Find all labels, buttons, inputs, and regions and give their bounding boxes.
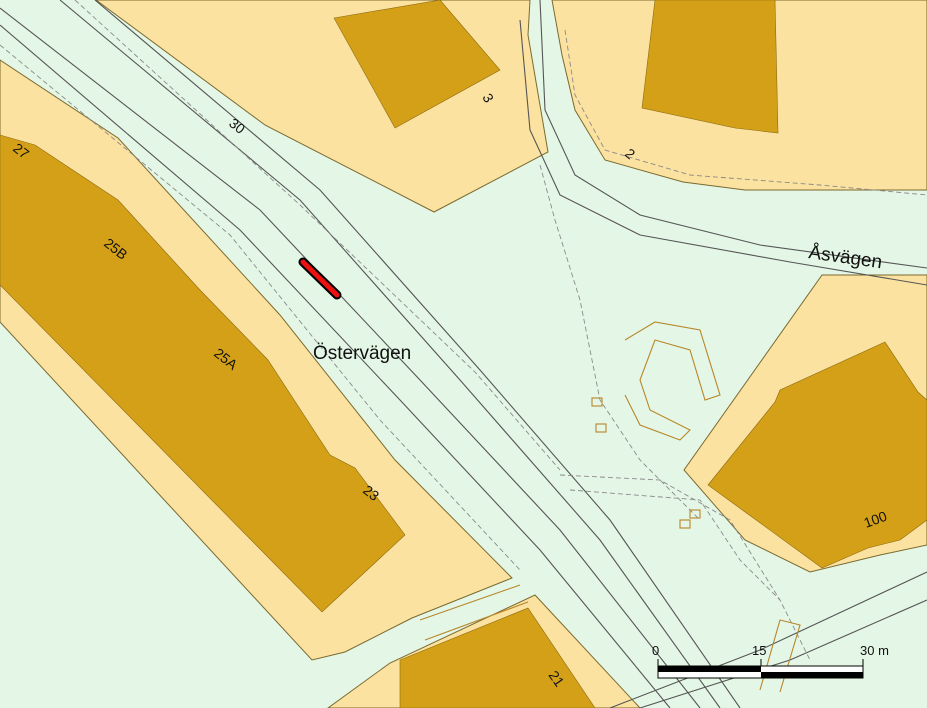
scale-bar-segment-2 (761, 672, 863, 678)
dashed-path-3 (559, 474, 811, 661)
bench-4 (689, 509, 701, 519)
bench-1 (591, 397, 603, 407)
ostervagen-edge-4 (94, 0, 741, 708)
dashed-path-6 (569, 489, 781, 601)
bottom-road-1 (609, 571, 927, 708)
curb-island (624, 321, 721, 441)
scale-label-0: 0 (652, 643, 659, 658)
dashed-path-5 (564, 29, 927, 196)
dashed-paths (0, 0, 927, 661)
scale-bar: 0 15 30 m (652, 643, 889, 679)
asvagen-edge-2 (519, 19, 927, 286)
scale-label-15: 15 (752, 643, 766, 658)
dashed-path-2 (74, 0, 561, 471)
walkway-bottom-1 (419, 584, 521, 621)
building-long-left (0, 134, 406, 613)
walkway-bottom-2 (424, 601, 529, 641)
asvagen-edge-1 (539, 0, 927, 269)
ostervagen-edge-1 (0, 7, 701, 708)
bench-2 (595, 423, 607, 433)
building-right (707, 341, 927, 569)
dashed-path-4 (539, 164, 701, 521)
bench-3 (679, 519, 691, 529)
building-top-right (641, 0, 779, 134)
marker-fill (300, 259, 340, 298)
ostervagen-edge-2 (0, 24, 671, 708)
selected-segment-marker-icon[interactable] (298, 257, 342, 300)
building-top-center (333, 0, 501, 129)
scale-bar-segment-1 (658, 666, 761, 672)
curb-lines (419, 321, 801, 693)
stairs-bottom (759, 619, 801, 693)
dashed-path-1 (0, 44, 521, 571)
building-bottom (399, 607, 596, 708)
scale-label-30: 30 m (860, 643, 889, 658)
ostervagen-edge-3 (59, 0, 721, 708)
street-label-ostervagen: Östervägen (313, 343, 411, 364)
house-number-100: 100 (862, 508, 890, 531)
